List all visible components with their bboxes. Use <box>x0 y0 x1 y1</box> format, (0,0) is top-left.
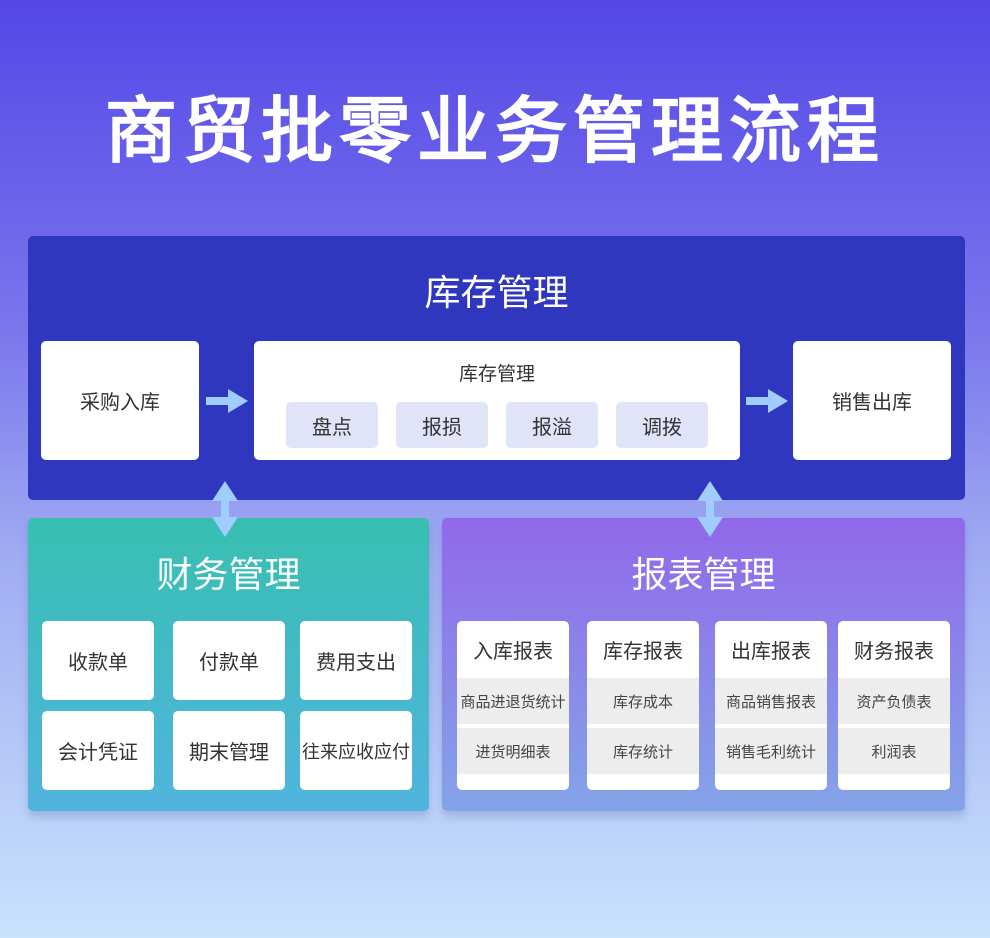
inventory-center-box: 库存管理 盘点 报损 报溢 调拨 <box>254 341 740 460</box>
double-arrow-vertical-icon <box>697 481 723 537</box>
finance-item: 期末管理 <box>173 711 285 790</box>
report-item: 商品进退货统计 <box>457 678 569 724</box>
reports-panel: 报表管理 入库报表 商品进退货统计 进货明细表 库存报表 库存成本 库存统计 出… <box>442 518 965 811</box>
report-item: 利润表 <box>838 728 950 774</box>
report-item: 进货明细表 <box>457 728 569 774</box>
chip-damage: 报损 <box>396 402 488 448</box>
report-column: 库存报表 库存成本 库存统计 <box>587 621 699 790</box>
inventory-center-title: 库存管理 <box>458 363 535 385</box>
arrow-right-icon <box>206 389 248 413</box>
chip-overflow: 报溢 <box>506 402 598 448</box>
sales-outbound-box: 销售出库 <box>793 341 951 460</box>
report-item: 库存统计 <box>587 728 699 774</box>
report-column-title: 出库报表 <box>731 639 811 663</box>
report-item: 库存成本 <box>587 678 699 724</box>
finance-item: 费用支出 <box>300 621 412 700</box>
report-column-title: 入库报表 <box>473 639 553 663</box>
finance-item: 收款单 <box>42 621 154 700</box>
report-column-title: 财务报表 <box>854 639 934 663</box>
report-item: 销售毛利统计 <box>715 728 827 774</box>
chip-transfer: 调拨 <box>616 402 708 448</box>
page-title: 商贸批零业务管理流程 <box>104 89 885 173</box>
reports-title: 报表管理 <box>631 555 776 596</box>
double-arrow-vertical-icon <box>212 481 238 537</box>
purchase-inbound-box: 采购入库 <box>41 341 199 460</box>
inventory-panel: 库存管理 采购入库 库存管理 盘点 报损 报溢 调拨 销售出库 <box>28 236 965 500</box>
report-item: 商品销售报表 <box>715 678 827 724</box>
finance-panel: 财务管理 收款单 付款单 费用支出 会计凭证 期末管理 往来应收应付 <box>28 518 429 811</box>
report-column: 入库报表 商品进退货统计 进货明细表 <box>457 621 569 790</box>
report-column-title: 库存报表 <box>603 639 683 663</box>
report-column: 出库报表 商品销售报表 销售毛利统计 <box>715 621 827 790</box>
chip-stocktake: 盘点 <box>286 402 378 448</box>
finance-item: 会计凭证 <box>42 711 154 790</box>
report-column: 财务报表 资产负债表 利润表 <box>838 621 950 790</box>
finance-title: 财务管理 <box>156 555 301 596</box>
report-item: 资产负债表 <box>838 678 950 724</box>
inventory-title: 库存管理 <box>424 273 569 314</box>
arrow-right-icon <box>746 389 788 413</box>
finance-item: 往来应收应付 <box>300 711 412 790</box>
finance-item: 付款单 <box>173 621 285 700</box>
